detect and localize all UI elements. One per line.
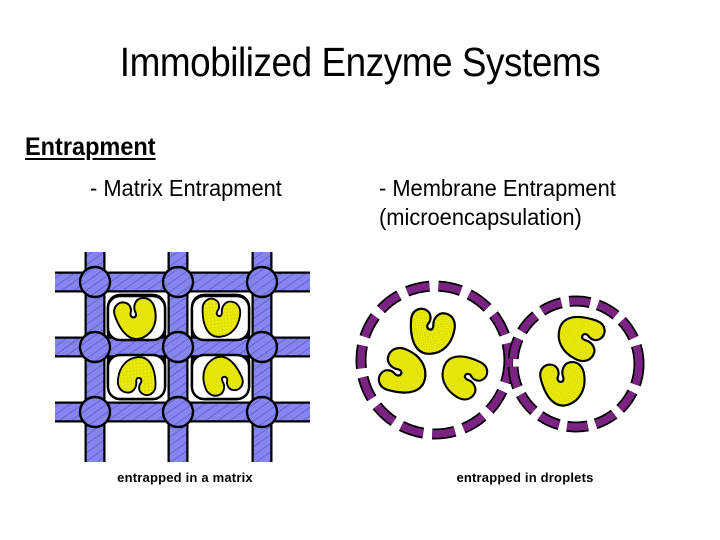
figure-caption-matrix: entrapped in a matrix: [117, 470, 253, 485]
page-title: Immobilized Enzyme Systems: [119, 39, 601, 85]
membrane-dashes: [357, 282, 513, 438]
matrix-lattice-svg: [55, 252, 310, 462]
lattice-mid-bar: [55, 330, 310, 364]
matrix-entrapment-diagram: [55, 252, 310, 462]
droplets-svg: [355, 280, 645, 440]
bullet-label-microencapsulation: (microencapsulation): [379, 204, 582, 230]
figure-caption-droplets: entrapped in droplets: [456, 470, 594, 485]
membrane-entrapment-diagram: [340, 272, 650, 462]
bullet-label-matrix-entrapment: - Matrix Entrapment: [90, 175, 282, 201]
droplet-left: [355, 280, 515, 440]
bullet-label-membrane-entrapment: - Membrane Entrapment: [379, 175, 616, 201]
membrane-dashes: [509, 297, 643, 431]
section-heading-entrapment: Entrapment: [25, 133, 156, 161]
